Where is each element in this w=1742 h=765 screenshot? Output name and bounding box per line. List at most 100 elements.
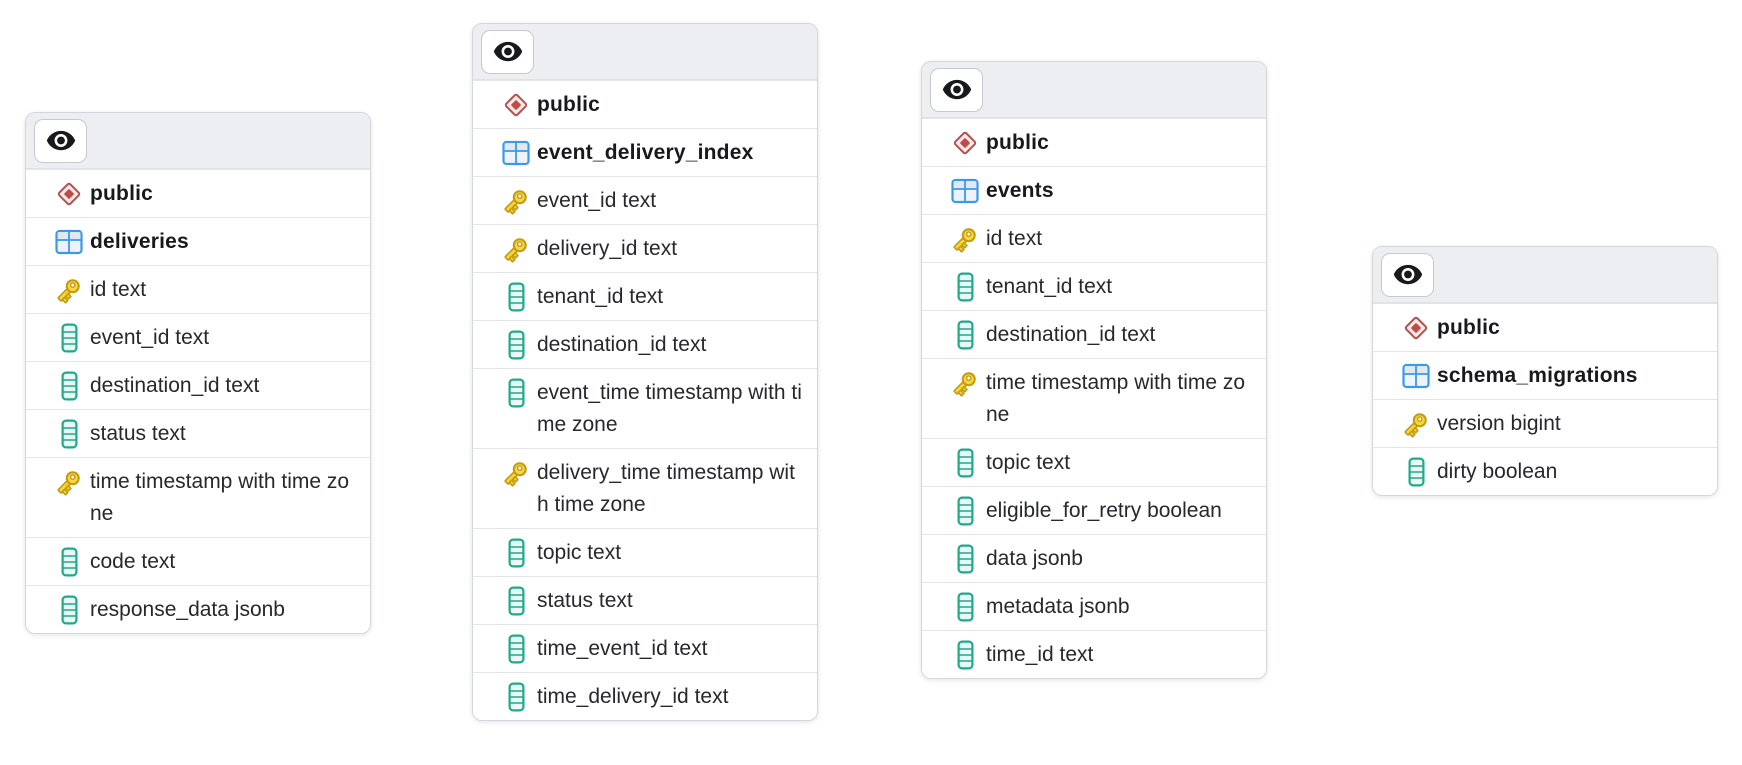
column-icon [61,419,78,449]
column-row: topic text [922,438,1266,486]
table-grid-icon [51,226,87,258]
column-label: metadata jsonb [986,595,1130,618]
schema-row: public [26,169,370,217]
schema-name: public [90,182,154,205]
key-icon [57,279,80,304]
eye-icon [46,130,75,151]
schema-name: public [537,93,601,116]
column-row: code text [26,537,370,585]
column-label: id text [90,278,147,301]
column-label: tenant_id text [986,275,1113,298]
column-row: time_delivery_id text [473,672,817,720]
column-label: dirty boolean [1437,460,1558,483]
column-icon [1408,457,1425,487]
table-node-header [922,62,1266,118]
column-label: data jsonb [986,547,1083,570]
column-row: event_id text [26,313,370,361]
table-node[interactable]: public event_delivery_index [472,23,818,721]
column-label: code text [90,550,176,573]
column-row: status text [473,576,817,624]
table-name-row: deliveries [26,217,370,265]
column-label: time_delivery_id text [537,685,729,708]
key-icon [1404,413,1427,438]
column-row: metadata jsonb [922,582,1266,630]
key-icon [953,372,976,397]
column-row: time timestamp with time zone [26,457,370,537]
key-icon [504,190,527,215]
table-name: event_delivery_index [537,141,754,164]
column-row: topic text [473,528,817,576]
column-icon [957,448,974,478]
column-label: delivery_time timestamp with time zone [537,461,795,516]
column-label: eligible_for_retry boolean [986,499,1222,522]
column-row: event_time timestamp with time zone [473,368,817,448]
column-label: status text [90,422,186,445]
table-node-header [26,113,370,169]
key-icon [504,462,527,487]
schema-row: public [922,118,1266,166]
schema-name: public [1437,316,1501,339]
column-label: destination_id text [90,374,260,397]
column-icon [508,538,525,568]
table-node[interactable]: public schema_migrations [1372,246,1718,496]
column-icon [61,547,78,577]
column-label: time_event_id text [537,637,708,660]
key-icon [953,228,976,253]
column-label: version bigint [1437,412,1561,435]
visibility-toggle-button[interactable] [1381,252,1434,297]
column-row: tenant_id text [922,262,1266,310]
column-row: destination_id text [922,310,1266,358]
column-row: version bigint [1373,399,1717,447]
column-label: status text [537,589,633,612]
column-row: time_id text [922,630,1266,678]
column-icon [957,544,974,574]
column-label: time_id text [986,643,1094,666]
schema-row: public [473,80,817,128]
table-name-row: event_delivery_index [473,128,817,176]
diamond-icon [1398,312,1434,344]
column-icon [61,595,78,625]
column-label: event_id text [537,189,657,212]
schema-name: public [986,131,1050,154]
eye-icon [1393,264,1422,285]
key-icon [504,238,527,263]
column-icon [957,272,974,302]
table-name-row: schema_migrations [1373,351,1717,399]
schema-row: public [1373,303,1717,351]
column-icon [957,640,974,670]
column-icon [508,330,525,360]
eye-icon [493,41,522,62]
column-row: response_data jsonb [26,585,370,633]
diamond-icon [51,178,87,210]
column-icon [508,586,525,616]
table-node-header [1373,247,1717,303]
visibility-toggle-button[interactable] [34,118,87,163]
column-icon [508,378,525,408]
table-name-row: events [922,166,1266,214]
column-label: event_id text [90,326,210,349]
column-row: id text [26,265,370,313]
eye-icon [942,79,971,100]
column-label: response_data jsonb [90,598,285,621]
column-label: delivery_id text [537,237,678,260]
column-row: id text [922,214,1266,262]
column-row: time timestamp with time zone [922,358,1266,438]
column-icon [957,592,974,622]
column-row: time_event_id text [473,624,817,672]
column-label: time timestamp with time zone [986,371,1246,426]
table-grid-icon [947,175,983,207]
table-node[interactable]: public deliveries [25,112,371,634]
column-row: dirty boolean [1373,447,1717,495]
column-icon [61,371,78,401]
table-name: deliveries [90,230,189,253]
table-node[interactable]: public events [921,61,1267,679]
table-grid-icon [498,137,534,169]
column-label: time timestamp with time zone [90,470,350,525]
visibility-toggle-button[interactable] [930,67,983,112]
visibility-toggle-button[interactable] [481,29,534,74]
column-row: status text [26,409,370,457]
diamond-icon [498,89,534,121]
column-row: tenant_id text [473,272,817,320]
column-icon [957,496,974,526]
